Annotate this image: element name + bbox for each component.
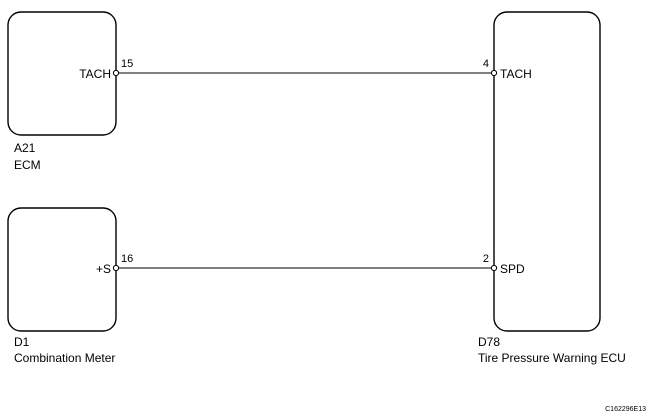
tpw-ecu-code: D78: [478, 335, 500, 349]
ecm-pin-number: 15: [121, 58, 133, 70]
ecm-code: A21: [14, 141, 36, 155]
meter-code: D1: [14, 335, 30, 349]
ecm-tach-terminal: [112, 69, 120, 77]
tpw-ecu-spd-terminal: [490, 264, 498, 272]
tpw-ecu-tach-terminal: [490, 69, 498, 77]
tpw-ecu-tach-pin-number: 4: [483, 58, 489, 70]
tpw-ecu-spd-pin-number: 2: [483, 253, 489, 265]
meter-pin-number: 16: [121, 253, 133, 265]
document-id: C162296E13: [605, 406, 646, 413]
ecm-terminal-label: TACH: [79, 67, 111, 81]
meter-s-terminal: [112, 264, 120, 272]
meter-name: Combination Meter: [14, 351, 115, 365]
tire-pressure-warning-ecu-box: [493, 11, 601, 332]
tpw-ecu-tach-label: TACH: [500, 67, 532, 81]
tpw-ecu-name: Tire Pressure Warning ECU: [478, 351, 626, 365]
meter-terminal-label: +S: [96, 262, 111, 276]
tpw-ecu-spd-label: SPD: [500, 262, 525, 276]
ecm-name: ECM: [14, 158, 41, 172]
